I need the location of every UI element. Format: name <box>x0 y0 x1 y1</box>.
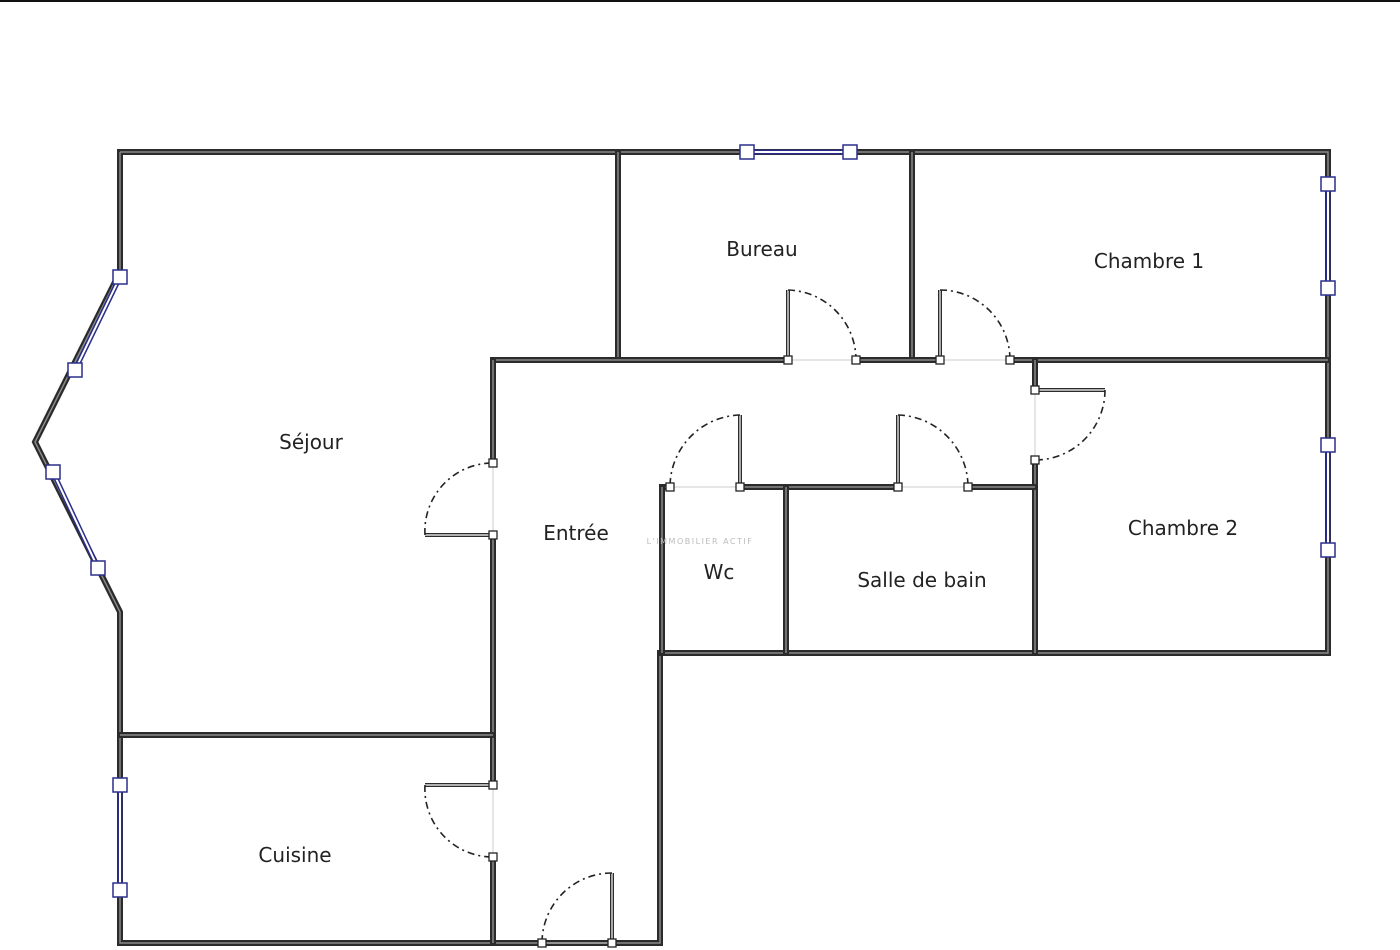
room-label-sejour: Séjour <box>279 430 343 454</box>
window-frame <box>112 882 128 898</box>
window-frame <box>90 560 106 576</box>
door <box>665 414 745 492</box>
door-swing-arc <box>1034 389 1106 461</box>
window-glass <box>74 276 121 371</box>
door-jamb <box>893 482 903 492</box>
door-jamb <box>665 482 675 492</box>
room-label-wc: Wc <box>704 560 735 584</box>
door-jamb <box>488 530 498 540</box>
door-jamb <box>935 355 945 365</box>
window-frame <box>67 362 83 378</box>
window-glass <box>52 471 99 569</box>
door-jamb <box>488 458 498 468</box>
door <box>893 414 973 492</box>
wall-core <box>34 151 1329 944</box>
doors <box>424 289 1106 948</box>
window-frame <box>112 777 128 793</box>
window-frame <box>1320 542 1336 558</box>
window-frame <box>112 269 128 285</box>
door-jamb <box>488 780 498 790</box>
door-jamb <box>537 938 547 948</box>
door-jamb <box>963 482 973 492</box>
door-jamb <box>607 938 617 948</box>
window-frame <box>842 144 858 160</box>
window-frame <box>1320 437 1336 453</box>
door-jamb <box>851 355 861 365</box>
door-jamb <box>1030 455 1040 465</box>
door <box>424 780 498 862</box>
door-jamb <box>488 852 498 862</box>
door-jamb <box>735 482 745 492</box>
door-swing-arc <box>897 414 969 488</box>
door-swing-arc <box>424 462 494 536</box>
room-label-entree: Entrée <box>543 521 609 545</box>
room-label-salle-de-bain: Salle de bain <box>857 568 986 592</box>
door <box>537 872 617 948</box>
room-label-cuisine: Cuisine <box>258 843 331 867</box>
door-swing-arc <box>669 414 741 488</box>
room-label-bureau: Bureau <box>726 237 797 261</box>
window-frame <box>45 464 61 480</box>
door-swing-arc <box>541 872 613 944</box>
walls <box>31 149 1331 946</box>
door-jamb <box>783 355 793 365</box>
windows <box>45 144 1336 898</box>
watermark: L'IMMOBILIER ACTIF <box>647 537 754 546</box>
door-swing-arc <box>939 289 1011 361</box>
window-frame <box>739 144 755 160</box>
door-jamb <box>1005 355 1015 365</box>
window-frame <box>1320 280 1336 296</box>
room-label-chambre-1: Chambre 1 <box>1094 249 1204 273</box>
top-border <box>0 0 1400 2</box>
room-label-chambre-2: Chambre 2 <box>1128 516 1238 540</box>
window-frame <box>1320 176 1336 192</box>
door-swing-arc <box>787 289 857 361</box>
door <box>783 289 861 365</box>
door <box>1030 385 1106 465</box>
door <box>424 458 498 540</box>
door-jamb <box>1030 385 1040 395</box>
door <box>935 289 1015 365</box>
door-swing-arc <box>424 784 494 858</box>
